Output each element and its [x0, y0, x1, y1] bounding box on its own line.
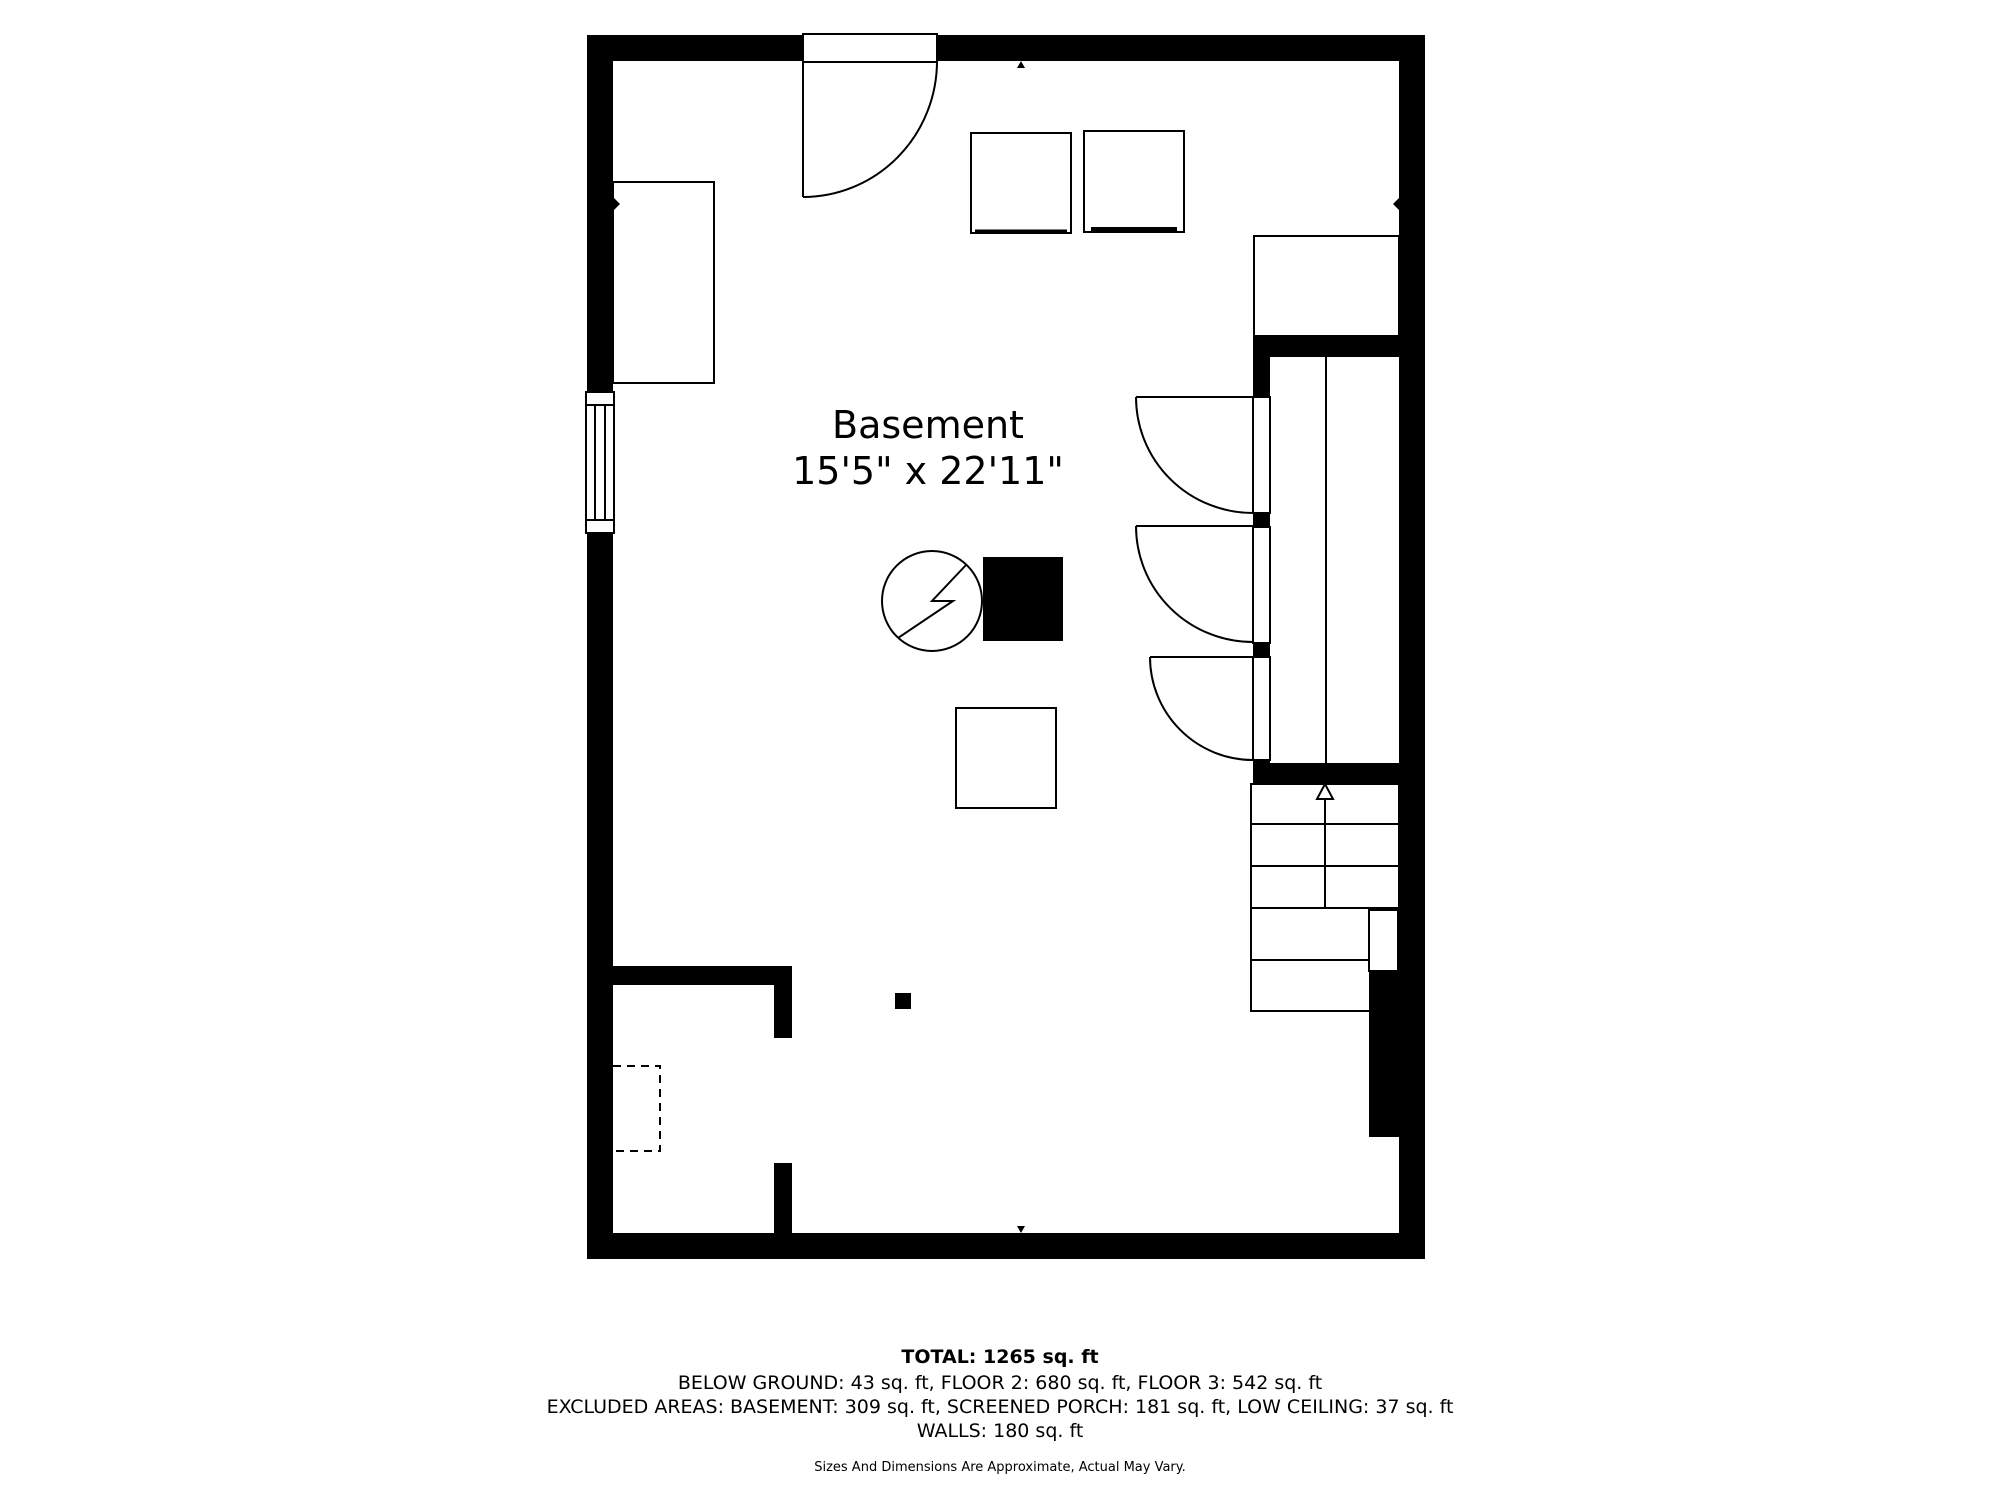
room-dimensions: 15'5" x 22'11" [792, 449, 1064, 493]
wall-marker-icon [614, 61, 1399, 1233]
door-swing-icon [1135, 396, 1254, 761]
top-door-icon [802, 33, 938, 198]
stairs [1250, 781, 1400, 1012]
dryer [1083, 130, 1185, 233]
summary-walls: WALLS: 180 sq. ft [916, 1420, 1084, 1442]
electrical-panel-icon [881, 550, 983, 652]
disclaimer-note: Sizes And Dimensions Are Approximate, Ac… [814, 1460, 1186, 1475]
right-shelf [1253, 235, 1400, 337]
stairs-arrow-icon [1315, 781, 1335, 800]
outer-walls [587, 35, 1425, 1259]
water-heater [955, 707, 1057, 809]
fixtures [612, 130, 1400, 809]
summary-excluded-areas: EXCLUDED AREAS: BASEMENT: 309 sq. ft, SC… [546, 1396, 1454, 1418]
small-room [587, 966, 792, 1259]
summary-total: TOTAL: 1265 sq. ft [901, 1346, 1099, 1368]
left-counter [612, 181, 715, 384]
window-icon [585, 391, 615, 534]
furnace [983, 557, 1063, 641]
closet [1252, 336, 1425, 784]
stair-wall [1369, 971, 1399, 1137]
washer [970, 132, 1072, 234]
hidden-fixture [613, 1065, 661, 1152]
support-post [895, 993, 911, 1009]
summary-floor-areas: BELOW GROUND: 43 sq. ft, FLOOR 2: 680 sq… [677, 1372, 1323, 1394]
room-name: Basement [832, 403, 1024, 447]
